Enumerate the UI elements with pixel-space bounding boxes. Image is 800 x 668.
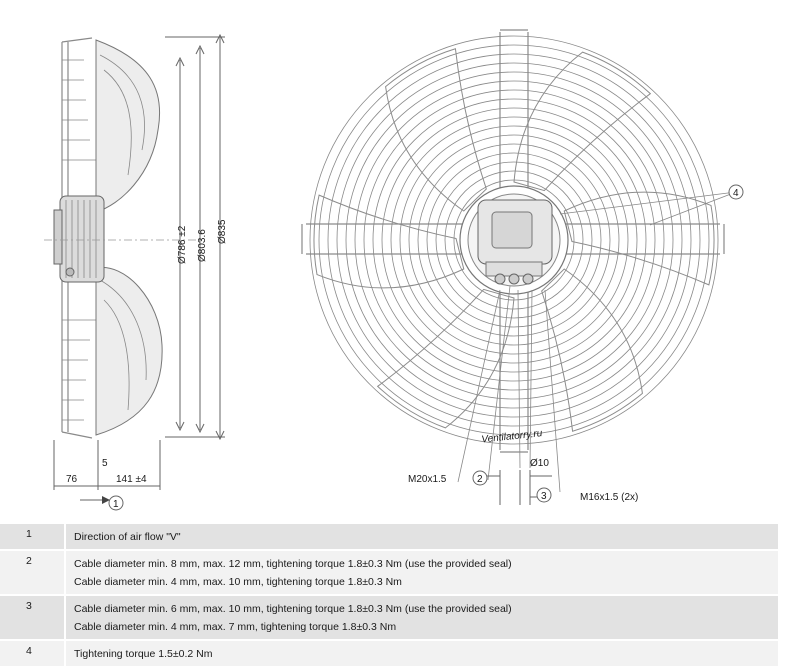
front-view: 4 Ventilatorry.ru M20x1.5 2 Ø10 3 M16x1.…: [301, 29, 744, 505]
side-view: Ø786 ±2 Ø803.6 Ø835 76 5 141 ±4 1: [44, 33, 228, 511]
note-row: 4 Tightening torque 1.5±0.2 Nm: [0, 641, 778, 668]
note-line: Cable diameter min. 6 mm, max. 10 mm, ti…: [74, 603, 512, 615]
callout-1: 1: [113, 499, 119, 510]
impeller-blade: [313, 194, 465, 289]
dim-diameter-786: Ø786 ±2: [177, 225, 188, 264]
impeller-blade: [541, 268, 643, 432]
callout-2: 2: [477, 474, 483, 485]
callout-3: 3: [541, 491, 547, 502]
note-number: 3: [0, 596, 66, 639]
callout-3-marker: [536, 487, 552, 503]
dim-diameter-803: Ø803.6: [197, 229, 208, 262]
impeller-blade: [376, 288, 515, 429]
callout-1-marker: [108, 495, 124, 511]
callout-4: 4: [733, 188, 739, 199]
note-line: Direction of air flow "V": [74, 531, 181, 543]
dim-m16: M16x1.5 (2x): [580, 492, 638, 503]
note-row: 1 Direction of air flow "V": [0, 524, 778, 551]
dim-d10: Ø10: [530, 458, 549, 469]
impeller-blade: [385, 48, 487, 212]
note-text: Tightening torque 1.5±0.2 Nm: [66, 641, 778, 666]
note-line: Tightening torque 1.5±0.2 Nm: [74, 648, 213, 660]
note-line: Cable diameter min. 4 mm, max. 7 mm, tig…: [74, 621, 397, 633]
note-row: 3 Cable diameter min. 6 mm, max. 10 mm, t…: [0, 596, 778, 641]
note-text: Direction of air flow "V": [66, 524, 778, 549]
dim-depth-76: 76: [66, 474, 78, 485]
guard-rings: [309, 35, 719, 445]
impeller-blade: [563, 191, 715, 286]
impeller-blade: [513, 51, 652, 192]
dim-depth-5: 5: [102, 458, 108, 469]
note-row: 2 Cable diameter min. 8 mm, max. 12 mm, t…: [0, 551, 778, 596]
callout-4-marker: [728, 184, 744, 200]
callout-2-marker: [472, 470, 488, 486]
note-line: Cable diameter min. 8 mm, max. 12 mm, ti…: [74, 558, 512, 570]
note-text: Cable diameter min. 6 mm, max. 10 mm, ti…: [66, 596, 778, 639]
dim-m20: M20x1.5: [408, 474, 447, 485]
note-line: Cable diameter min. 4 mm, max. 10 mm, ti…: [74, 576, 402, 588]
technical-drawing: Ø786 ±2 Ø803.6 Ø835 76 5 141 ±4 1 4: [44, 29, 744, 511]
note-number: 2: [0, 551, 66, 594]
note-number: 1: [0, 524, 66, 549]
note-text: Cable diameter min. 8 mm, max. 12 mm, ti…: [66, 551, 778, 594]
dim-diameter-835: Ø835: [217, 219, 228, 244]
impeller-blades: [313, 48, 715, 432]
dim-depth-141: 141 ±4: [116, 474, 147, 485]
note-number: 4: [0, 641, 66, 666]
